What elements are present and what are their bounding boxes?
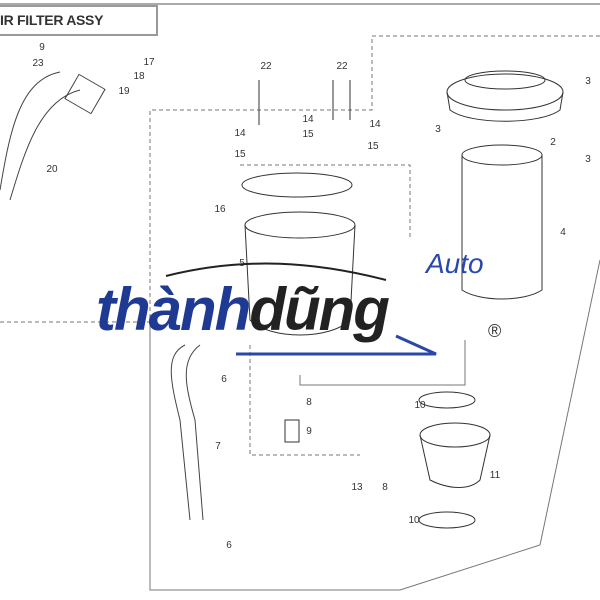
callout: 14 bbox=[369, 119, 381, 130]
callout: 13 bbox=[351, 482, 363, 493]
callout: 4 bbox=[560, 227, 566, 238]
intake-hose bbox=[0, 71, 81, 201]
callout: 2 bbox=[550, 137, 556, 148]
registered-mark: ® bbox=[488, 321, 502, 341]
callout: 20 bbox=[46, 164, 58, 175]
callout: 18 bbox=[133, 71, 145, 82]
callout: 11 bbox=[489, 470, 501, 481]
clamp-10a bbox=[418, 391, 476, 409]
callout: 19 bbox=[118, 86, 130, 97]
callout: 17 bbox=[143, 57, 155, 68]
drain-hose bbox=[170, 344, 204, 521]
diagram-title: IR FILTER ASSY bbox=[0, 12, 104, 28]
duct-11 bbox=[419, 422, 491, 448]
callout: 10 bbox=[414, 400, 426, 411]
watermark-logo: thànhdũng Auto ® bbox=[96, 250, 516, 360]
callout: 3 bbox=[585, 154, 591, 165]
seal-ring bbox=[241, 172, 353, 198]
hose-end bbox=[64, 73, 106, 115]
callout: 15 bbox=[367, 141, 379, 152]
title-box: IR FILTER ASSY bbox=[0, 5, 158, 36]
logo-suffix: Auto bbox=[426, 248, 484, 279]
logo-swoosh bbox=[165, 262, 437, 356]
leader-line bbox=[299, 340, 466, 386]
callout: 6 bbox=[221, 374, 227, 385]
callout: 15 bbox=[234, 149, 246, 160]
logo-text-blue: thành bbox=[96, 276, 251, 343]
logo-text-dark: dũng bbox=[249, 276, 390, 343]
callout: 9 bbox=[306, 426, 312, 437]
drain-valve bbox=[284, 419, 300, 443]
logo-wordmark: thànhdũng bbox=[96, 280, 390, 340]
callout: 3 bbox=[585, 76, 591, 87]
filter-element bbox=[461, 144, 543, 166]
callout: 8 bbox=[306, 397, 312, 408]
clamp-10b bbox=[418, 511, 476, 529]
leader-dashed bbox=[240, 164, 411, 240]
boundary-dashed bbox=[0, 35, 600, 323]
callout: 23 bbox=[32, 58, 44, 69]
filter-housing bbox=[244, 211, 356, 239]
leader-dashed bbox=[249, 345, 360, 456]
callout: 14 bbox=[302, 114, 314, 125]
callout: 15 bbox=[302, 129, 314, 140]
callout: 14 bbox=[234, 128, 246, 139]
callout: 7 bbox=[215, 441, 221, 452]
callout: 16 bbox=[214, 204, 226, 215]
callout: 9 bbox=[39, 42, 45, 53]
callout: 22 bbox=[336, 61, 348, 72]
callout: 10 bbox=[408, 515, 420, 526]
callout: 22 bbox=[260, 61, 272, 72]
callout: 8 bbox=[382, 482, 388, 493]
callout: 6 bbox=[226, 540, 232, 551]
boundary-lower bbox=[149, 259, 600, 591]
callout: 3 bbox=[435, 124, 441, 135]
filter-lid bbox=[446, 73, 564, 111]
